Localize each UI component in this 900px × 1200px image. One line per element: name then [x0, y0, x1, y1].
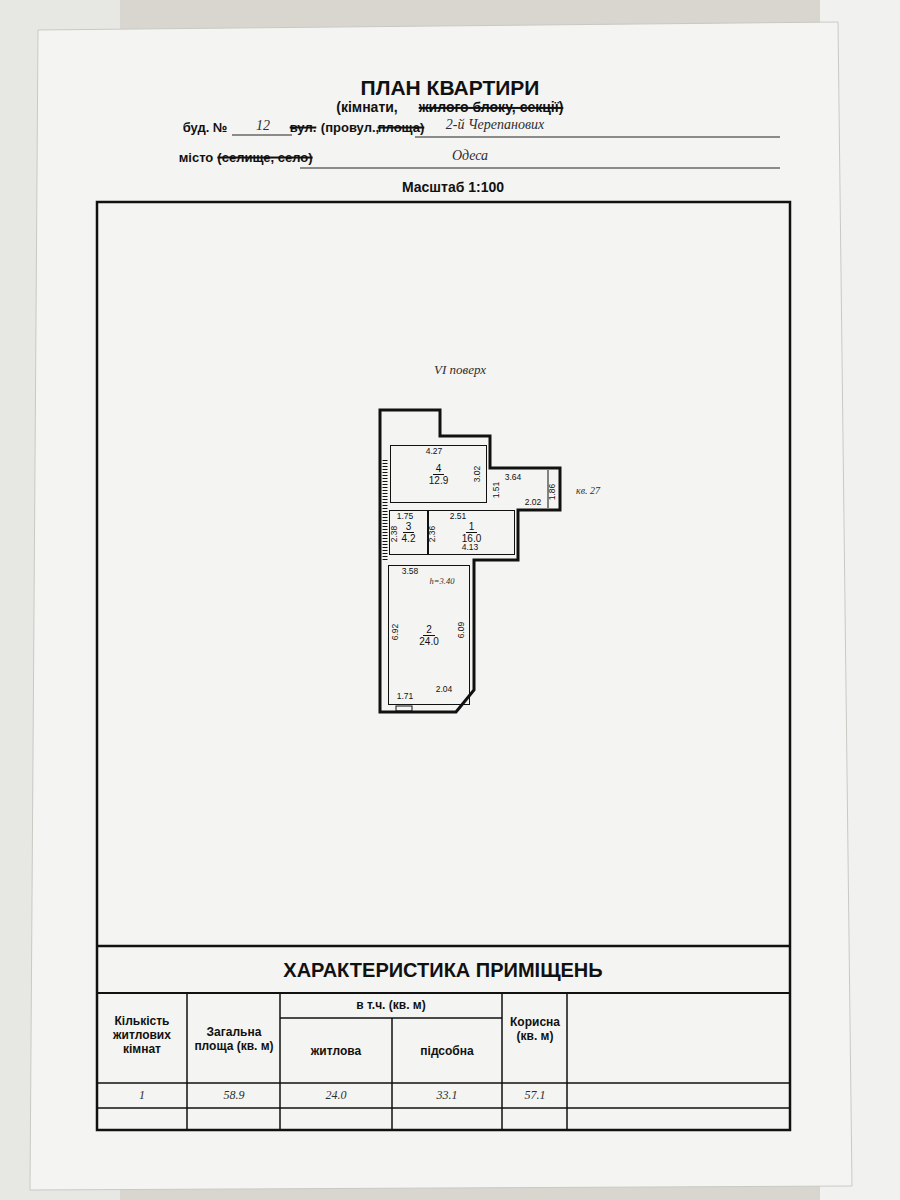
table-header: житлова: [311, 1045, 361, 1059]
room-number: 2: [423, 624, 435, 636]
room-outline: 116.0: [428, 510, 515, 555]
table-line: [186, 993, 188, 1130]
dimension: 2.36: [428, 526, 438, 543]
form-field: буд. №: [183, 121, 228, 136]
room-outline: 34.2: [389, 510, 428, 555]
apartment-ref: кв. 27: [576, 485, 600, 497]
table-line: [97, 945, 790, 948]
apartment-walls: [380, 410, 560, 712]
subtitle-struck: жилого блоку, секції): [419, 99, 564, 115]
table-title: ХАРАКТЕРИСТИКА ПРИМІЩЕНЬ: [283, 959, 602, 982]
fill-line: [300, 168, 780, 169]
vent-hatch: [383, 460, 388, 560]
document-title: ПЛАН КВАРТИРИ: [361, 76, 540, 100]
table-line: [97, 1082, 790, 1084]
scale-label: Масштаб 1:100: [402, 179, 504, 195]
plan-frame: [97, 202, 790, 1130]
form-field-struck: площа): [378, 121, 425, 136]
dimension: 4.13: [462, 543, 479, 553]
table-line: [97, 1107, 790, 1109]
room-number: 4: [433, 463, 445, 475]
dimension: 3.02: [473, 466, 483, 483]
table-cell: 58.9: [224, 1089, 245, 1103]
table-cell: 33.1: [437, 1089, 458, 1103]
dimension: 3.64: [505, 473, 522, 483]
form-field: (провул.,: [321, 121, 379, 136]
handwritten-value: 12: [256, 118, 270, 134]
room-area: 24.0: [419, 636, 438, 647]
table-header: в т.ч. (кв. м): [356, 999, 425, 1013]
room-area: 12.9: [429, 475, 448, 486]
form-field: місто: [179, 151, 214, 166]
form-field-struck: вул.: [290, 121, 317, 136]
dimension: 4.27: [426, 447, 443, 457]
dimension: 1.86: [548, 484, 558, 501]
table-line: [501, 993, 503, 1130]
table-line: [566, 993, 568, 1130]
dimension: 6.09: [457, 622, 467, 639]
dimension: 1.71: [397, 692, 414, 702]
window-symbol: [396, 706, 412, 711]
table-line: [279, 993, 281, 1130]
room-area: 4.2: [402, 533, 416, 544]
dimension: 6.92: [391, 624, 401, 641]
table-line: [391, 1018, 393, 1130]
subtitle: (кімнати,: [336, 99, 398, 115]
form-field-struck: (селище, село): [217, 151, 312, 166]
room-outline: 224.0: [388, 565, 470, 705]
table-header: підсобна: [420, 1045, 473, 1059]
room-outline: 412.9: [390, 445, 487, 503]
room-number: 3: [403, 521, 415, 533]
dimension: 2.51: [450, 512, 467, 522]
room-area: 16.0: [462, 533, 481, 544]
table-line: [97, 992, 790, 994]
fill-line: [415, 137, 780, 138]
dimension: 2.38: [390, 526, 400, 543]
floor-label: VI поверх: [434, 363, 486, 378]
table-cell: 57.1: [525, 1089, 546, 1103]
fill-line: [232, 135, 292, 136]
table-line: [280, 1017, 502, 1019]
table-header: Загальна площа (кв. м): [192, 1026, 276, 1054]
handwritten-value: 2-й Черепанових: [446, 117, 544, 133]
room-number: 1: [466, 521, 478, 533]
table-header: Корисна (кв. м): [504, 1016, 566, 1044]
table-header: Кількість житлових кімнат: [101, 1015, 183, 1056]
handwritten-value: Одеса: [452, 148, 488, 164]
dimension: 2.02: [525, 498, 542, 508]
dimension: 1.51: [492, 482, 502, 499]
dimension: 2.04: [436, 685, 453, 695]
table-cell: 24.0: [326, 1089, 347, 1103]
paper-sheet: [30, 22, 852, 1190]
dimension: 3.58: [402, 567, 419, 577]
table-cell: 1: [139, 1089, 145, 1103]
height-note: h=3.40: [430, 577, 455, 587]
